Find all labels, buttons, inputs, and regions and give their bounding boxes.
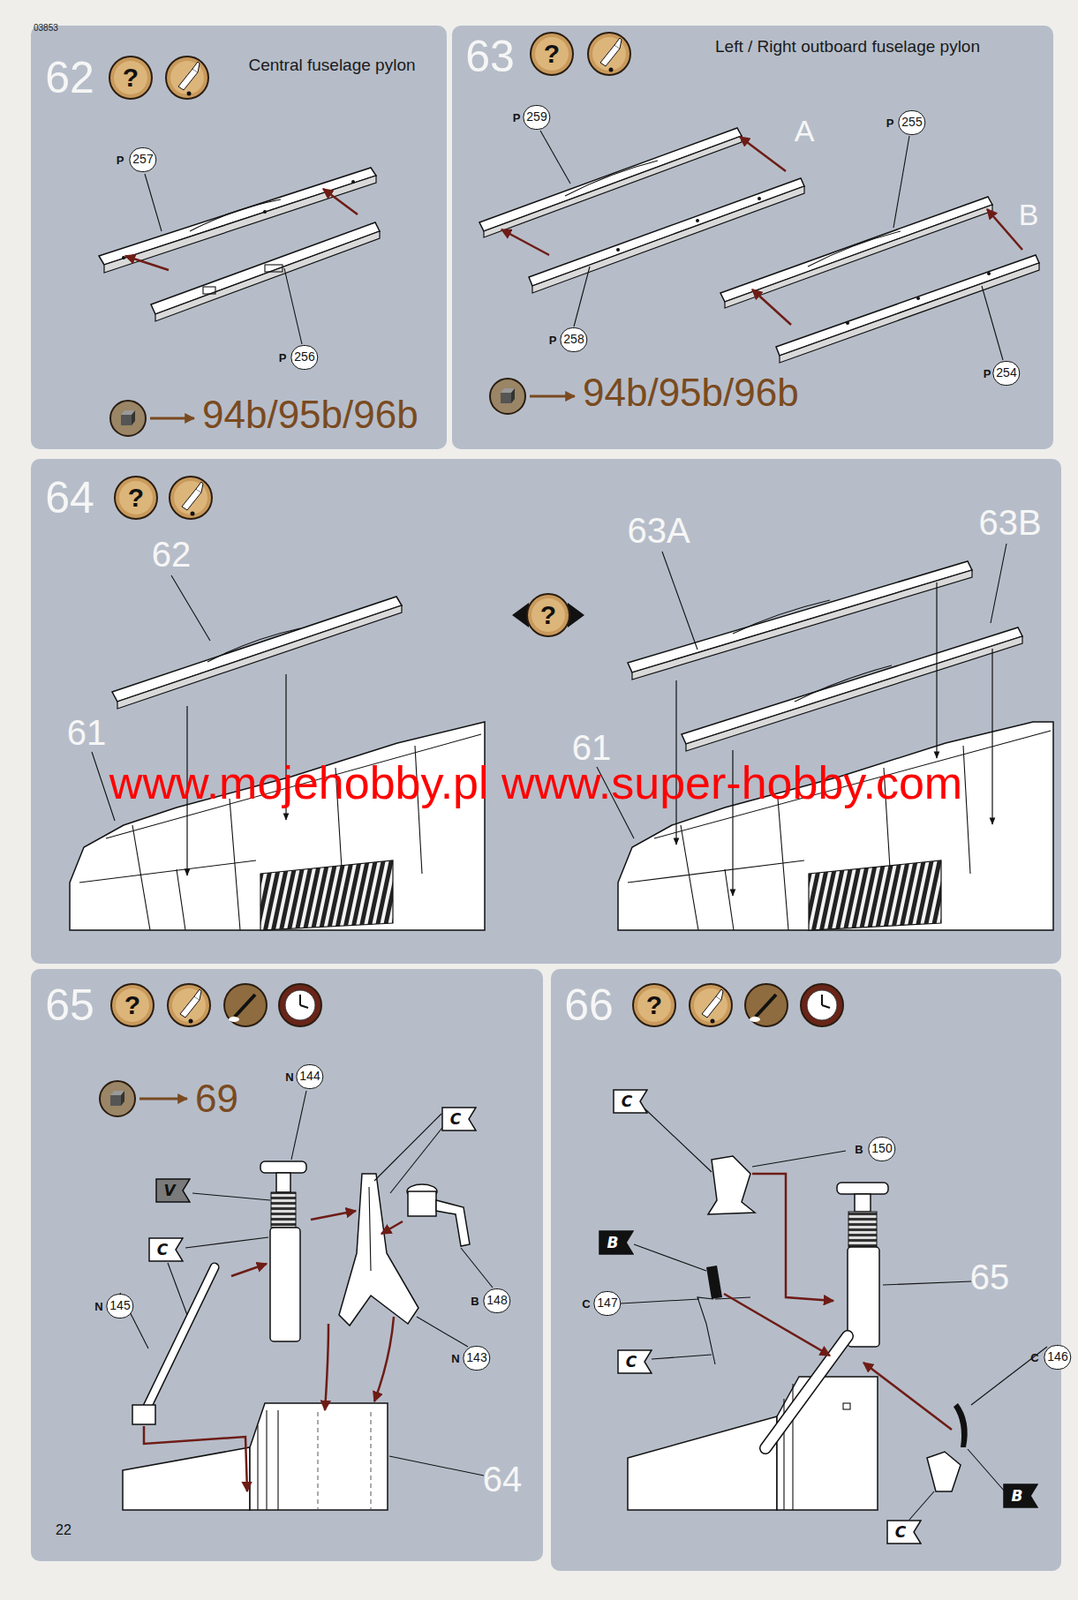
paint-code: C <box>886 1520 915 1546</box>
sprue-letter: N <box>285 1071 294 1084</box>
paint-flag: C <box>441 1107 477 1132</box>
part-number: 256 <box>290 345 318 370</box>
paint-flag: C <box>148 1237 184 1263</box>
paint-code: C <box>148 1237 177 1263</box>
paint-flag: V <box>155 1178 191 1204</box>
paint-code: V <box>155 1178 184 1204</box>
sprue-letter: P <box>886 117 895 129</box>
paint-code: B <box>1002 1484 1032 1509</box>
sprue-letter: C <box>581 1298 590 1311</box>
optional-symbol: ? <box>124 992 141 1019</box>
page-number: 22 <box>55 1523 72 1538</box>
sprue-letter: P <box>549 334 558 347</box>
part-number: 147 <box>593 1291 621 1317</box>
paint-flag: C <box>886 1520 922 1546</box>
step-panel: 65 <box>30 969 543 1562</box>
sprue-letter: P <box>278 352 287 364</box>
paint-code: C <box>441 1107 470 1132</box>
step-illustration <box>30 459 1062 965</box>
step-number: 63 <box>465 34 515 79</box>
step-number: 66 <box>564 983 614 1028</box>
optional-symbol: ? <box>540 602 557 629</box>
catalog-number: 03853 <box>33 23 59 33</box>
step-reference: 65 <box>970 1259 1011 1296</box>
step-title: Left / Right outboard fuselage pylon <box>715 37 980 55</box>
step-reference: 63B <box>978 505 1041 541</box>
step-panel: 64 <box>30 459 1062 965</box>
sprue-letter: N <box>94 1301 103 1313</box>
part-number: 259 <box>522 105 551 130</box>
paint-flag: B <box>598 1230 634 1256</box>
sprue-letter: B <box>470 1296 479 1308</box>
part-number: 145 <box>105 1294 134 1320</box>
step-reference: 61 <box>67 715 107 751</box>
optional-symbol: ? <box>128 484 144 512</box>
step-reference: 64 <box>482 1462 523 1498</box>
sprue-letter: P <box>983 368 992 380</box>
part-number: 150 <box>867 1137 896 1162</box>
part-number: 257 <box>128 147 157 173</box>
sprue-letter: N <box>451 1353 460 1365</box>
part-number: 146 <box>1043 1345 1071 1371</box>
sprue-letter: B <box>854 1144 863 1156</box>
paint-code: C <box>617 1349 646 1375</box>
step-number: 64 <box>45 475 95 521</box>
subassembly-letter: B <box>1018 199 1040 230</box>
part-number: 144 <box>295 1064 324 1090</box>
step-reference: 63A <box>626 512 690 549</box>
step-title: Central fuselage pylon <box>248 56 415 74</box>
part-number: 255 <box>897 110 926 136</box>
paint-flag: C <box>612 1089 649 1115</box>
reference-step: 94b/95b/96b <box>202 395 419 435</box>
optional-symbol: ? <box>122 64 139 91</box>
watermark: www.mojehobby.pl www.super-hobby.com <box>109 760 963 807</box>
optional-symbol: ? <box>543 40 560 68</box>
reference-step: 69 <box>195 1079 239 1119</box>
part-number: 254 <box>992 361 1020 386</box>
optional-symbol: ? <box>646 992 663 1019</box>
reference-step: 94b/95b/96b <box>582 373 800 413</box>
part-number: 143 <box>462 1346 490 1372</box>
step-reference: 62 <box>151 536 192 573</box>
step-illustration <box>30 969 543 1562</box>
paint-flag: B <box>1002 1484 1039 1509</box>
step-number: 62 <box>45 55 95 100</box>
paint-flag: C <box>617 1349 653 1375</box>
part-number: 258 <box>559 327 588 353</box>
part-number: 148 <box>482 1289 511 1314</box>
sprue-letter: P <box>512 112 521 124</box>
subassembly-letter: A <box>794 115 815 146</box>
step-number: 65 <box>45 983 95 1028</box>
sprue-letter: C <box>1030 1352 1039 1365</box>
paint-code: B <box>598 1230 627 1256</box>
sprue-letter: P <box>116 154 125 166</box>
step-panel: 62 Central fuselage pylon <box>30 25 447 450</box>
paint-code: C <box>612 1089 641 1115</box>
